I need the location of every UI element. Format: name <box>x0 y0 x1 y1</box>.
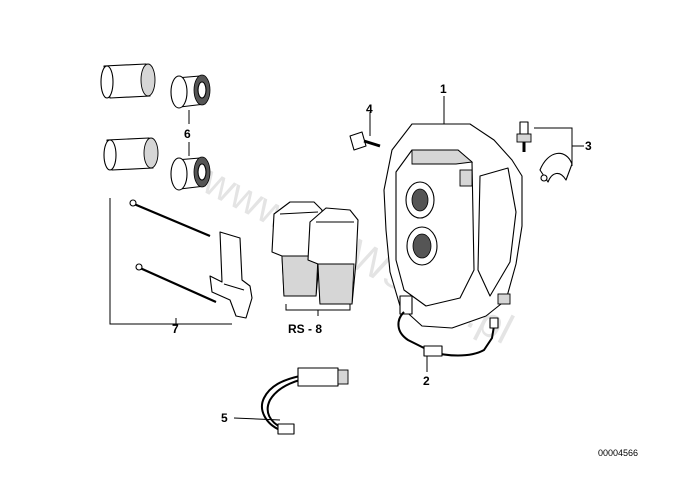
callout-5: 5 <box>221 411 228 425</box>
leader-5 <box>233 417 281 421</box>
callout-6: 6 <box>184 127 191 141</box>
bolt <box>349 131 381 151</box>
anti-rattle-spring <box>209 231 253 319</box>
hose-clamp <box>539 152 573 183</box>
wear-sensor <box>261 367 349 435</box>
callout-2: 2 <box>423 374 430 388</box>
bracket-3 <box>534 127 573 166</box>
callout-4: 4 <box>366 102 373 116</box>
dust-seal-lower <box>170 156 211 191</box>
brake-pad-right <box>307 207 359 305</box>
dust-seal-upper <box>170 74 211 109</box>
guide-pin-upper <box>129 199 211 238</box>
pad-wear-sensor-lead <box>397 311 499 357</box>
callout-8: RS - 8 <box>288 322 322 336</box>
callout-3: 3 <box>585 139 592 153</box>
piston-upper <box>100 63 156 99</box>
callout-1: 1 <box>440 82 447 96</box>
bleeder-valve <box>516 121 532 152</box>
callout-7: 7 <box>172 322 179 336</box>
bracket-7 <box>109 198 232 325</box>
document-number: 00004566 <box>598 448 638 458</box>
brake-caliper <box>383 123 523 329</box>
bracket-8 <box>285 304 351 311</box>
piston-lower <box>103 137 159 171</box>
guide-pin-lower <box>135 263 217 304</box>
